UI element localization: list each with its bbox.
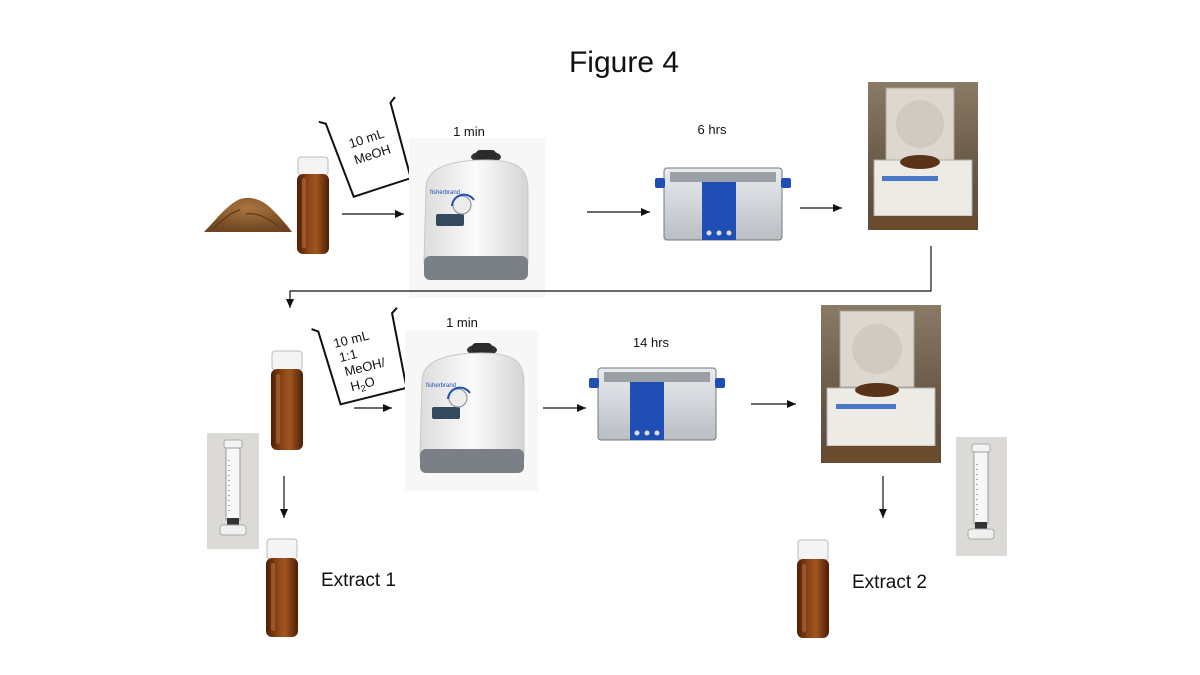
syringe-photo [207, 433, 259, 549]
water-o: O [363, 374, 376, 391]
centrifuge-photo [821, 305, 941, 463]
vortex-mixer-icon: fisherbrand [409, 138, 545, 298]
amber-vial-icon [297, 156, 329, 254]
sonicate2-time-label: 14 hrs [633, 335, 670, 350]
extract1-vial-icon [266, 538, 298, 637]
extract2-label: Extract 2 [852, 572, 927, 593]
amber-vial-icon [271, 350, 303, 450]
soil-sample-icon [204, 197, 292, 232]
vortex-mixer-icon: fisherbrand [405, 331, 538, 491]
water-subscript: 2 [360, 383, 367, 394]
figure-title: Figure 4 [569, 46, 679, 79]
vortex-brand-text: fisherbrand [430, 190, 460, 196]
ultrasonic-bath-icon [655, 167, 791, 241]
extract2-vial-icon [797, 539, 829, 638]
vortex2-time-label: 1 min [446, 315, 478, 330]
arrow-centrifuge-to-row2 [286, 246, 932, 308]
vortex2-brand-text: fisherbrand [426, 383, 456, 389]
extract1-label: Extract 1 [321, 570, 396, 591]
vortex-time-label: 1 min [453, 124, 485, 139]
beaker-icon [318, 96, 413, 198]
beaker2-label-water: H2O [349, 374, 377, 396]
water-h: H [349, 377, 362, 394]
syringe-photo [956, 437, 1007, 556]
beaker-icon [311, 307, 408, 406]
beaker2-label-ratio: 1:1 [337, 346, 358, 365]
sonicate-time-label: 6 hrs [698, 122, 727, 137]
ultrasonic-bath-icon [589, 367, 725, 441]
centrifuge-photo [868, 82, 978, 230]
